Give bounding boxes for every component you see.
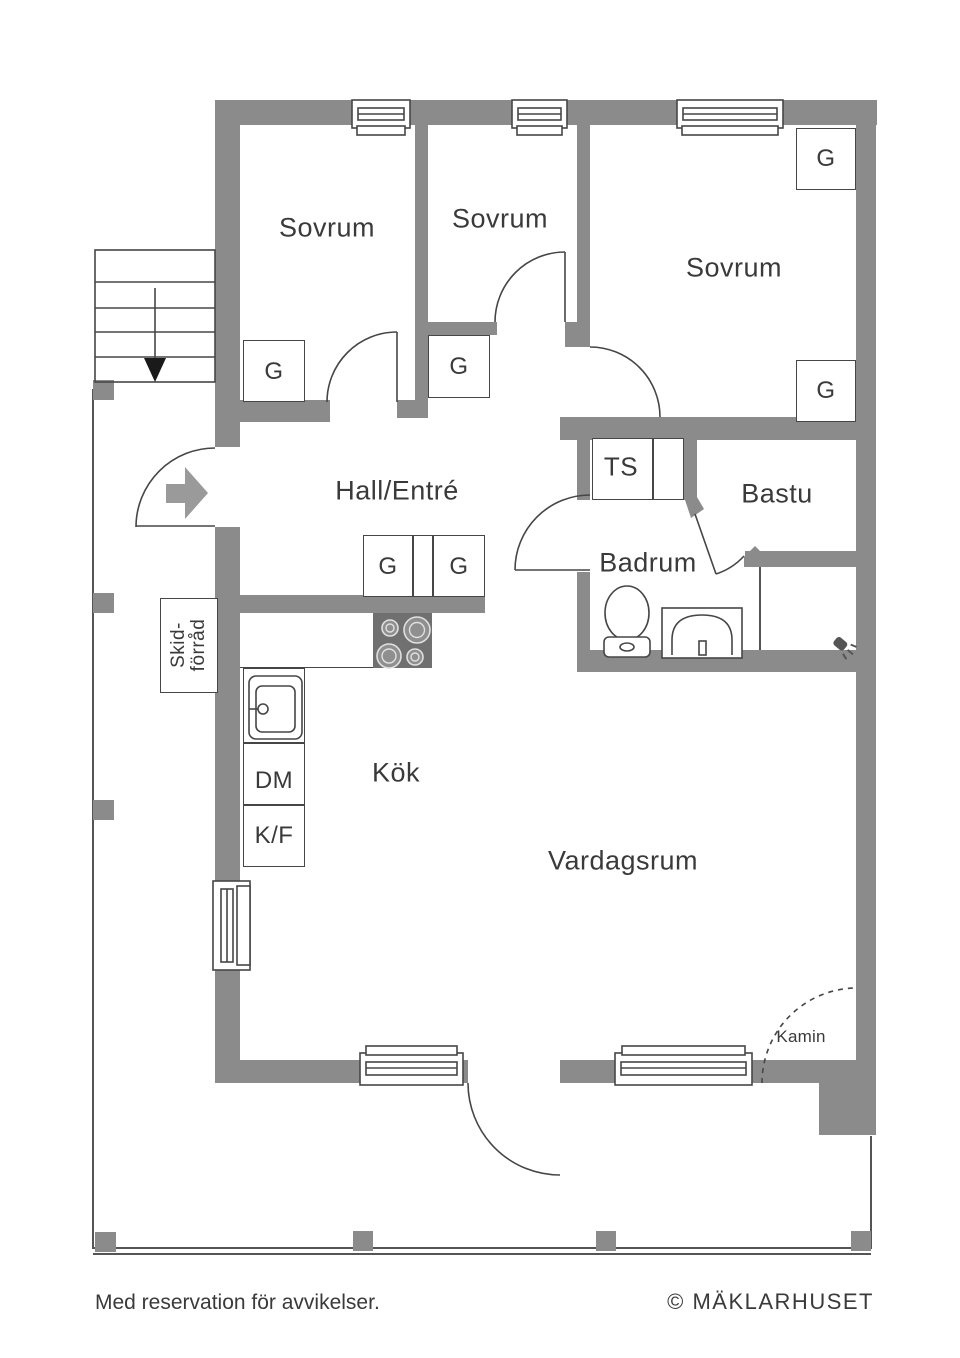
wardrobe-bedroom3-top [796,128,856,190]
fridge-freezer [243,805,305,867]
wall [397,400,428,418]
room-label-bathroom: Badrum [599,547,697,578]
fireplace-label: Kamin [776,1027,826,1046]
wall [577,440,590,500]
window [359,1045,464,1086]
fireplace-arc [761,987,858,1084]
room-label-living-room: Vardagsrum [547,845,699,876]
wall [565,322,590,347]
disclaimer-text: Med reservation för avvikelser. [95,1291,380,1314]
room-label-bedroom1: Sovrum [278,212,376,243]
wall [560,1060,615,1083]
window [351,99,411,136]
window [511,99,568,136]
wardrobe-hall-right [433,535,485,597]
wardrobe-label: G [264,358,284,385]
wardrobe-hall-upper [428,335,490,398]
closet-compartment [653,438,684,500]
window [212,880,251,971]
drying-cabinet [592,438,653,500]
wall [215,527,240,881]
fridge-freezer-label: K/F [254,822,294,849]
wall [215,100,240,447]
wardrobe-label: G [816,145,836,172]
room-label-bedroom3: Sovrum [685,252,783,283]
drying-cabinet-label: TS [603,451,639,482]
window [614,1045,753,1086]
ski-storage-label: Skid- förråd [168,618,209,672]
window [676,99,784,136]
wardrobe-label: G [449,353,469,380]
door-bedroom1 [326,331,398,403]
wall [856,100,876,1135]
wall [415,125,428,400]
deck-posts [93,380,871,1252]
kitchen-sink [248,675,303,740]
room-label-bedroom2: Sovrum [451,203,549,234]
wall [819,1083,876,1135]
ski-storage-line1: Skid- [168,622,189,668]
wall [752,1060,856,1083]
entry-door [135,447,216,528]
dishwasher-label: DM [254,767,294,794]
wall [240,400,330,422]
wall [215,970,240,1083]
wall [684,440,697,500]
stove-burners [376,616,431,669]
wall [238,595,485,613]
wardrobe-label: G [449,553,469,580]
wardrobe-label: G [816,377,836,404]
door-bedroom2 [494,251,566,323]
room-label-kitchen: Kök [371,757,421,788]
door-bathroom [514,494,591,571]
dishwasher [243,743,305,805]
shower-head-icon [833,636,857,660]
door-bedroom3 [589,346,661,418]
room-label-hall: Hall/Entré [335,475,459,506]
wall [428,322,497,335]
staircase [94,249,216,383]
wardrobe-bedroom1 [243,340,305,402]
wardrobe-hall-left [363,535,413,597]
stairs-down-arrow-icon [144,358,166,382]
wall [577,572,590,672]
room-label-sauna: Bastu [741,478,813,509]
toilet [603,585,651,658]
door-sauna [684,497,764,575]
copyright-text: © MÄKLARHUSET [667,1289,874,1314]
wall [745,551,856,567]
deck-outline [92,389,872,1255]
entry-arrow-icon [166,467,208,519]
ski-storage [160,598,218,693]
ski-storage-line2: förråd [188,618,209,672]
wall [560,417,876,440]
bathroom-sink [661,607,743,659]
wall [240,1060,360,1083]
wardrobe-label: G [378,553,398,580]
door-patio [467,1082,561,1176]
wall [577,125,590,322]
wardrobe-divider [413,535,433,597]
wall [463,1060,468,1083]
wardrobe-bedroom3-bottom [796,360,856,422]
